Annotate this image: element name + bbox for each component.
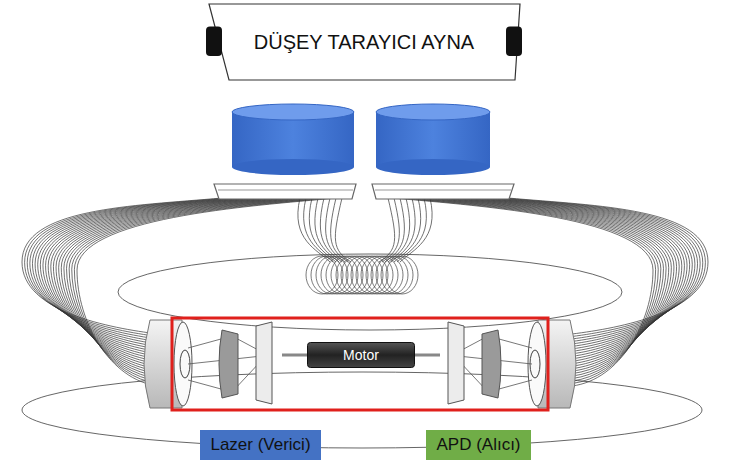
highlight-frame [172, 318, 548, 410]
optical-fiber [331, 198, 348, 262]
node-text: APD (Alıcı) [436, 435, 520, 455]
optical-fiber [335, 198, 351, 262]
optical-fiber [481, 198, 695, 346]
optical-fiber [470, 198, 690, 351]
fiber-bundle [22, 198, 708, 386]
mirror-bearing [206, 26, 222, 56]
optical-fiber [69, 198, 321, 379]
optical-fiber [38, 198, 255, 349]
optical-fiber [35, 198, 249, 346]
optical-fiber [391, 198, 415, 262]
fiber-ferrule [214, 184, 356, 199]
optical-fiber [379, 198, 395, 262]
fiber-coil [306, 256, 418, 294]
optical-fiber [326, 198, 345, 262]
collimator-lens [376, 159, 490, 175]
mirror-bearing [506, 26, 522, 56]
node-text: Lazer (Verici) [210, 435, 310, 455]
fiber-ferrule [372, 184, 514, 199]
collimator-lens [232, 159, 354, 175]
optical-fiber [320, 198, 342, 262]
optical-fiber [298, 198, 330, 262]
collimator-lens [376, 104, 490, 120]
collimator-lens [232, 104, 354, 120]
transmitter-label: Lazer (Verici) [200, 430, 321, 460]
scanner-mirror-box: DÜŞEY TARAYICI AYNA [205, 3, 523, 81]
optic-lens [219, 330, 238, 398]
motor-box: Motor [307, 342, 415, 368]
fiber-coil-turn [386, 256, 418, 294]
optical-fiber [22, 198, 222, 334]
optical-fiber [77, 198, 338, 386]
optical-fiber [400, 198, 432, 262]
motor-body [308, 343, 415, 368]
optical-fiber [304, 198, 333, 262]
node-text: DÜŞEY TARAYICI AYNA [254, 31, 474, 54]
optical-fiber [382, 198, 399, 262]
optical-fiber [394, 198, 421, 262]
optic-prism [448, 322, 464, 404]
optic-prism [256, 322, 272, 404]
receiver-label: APD (Alıcı) [426, 430, 531, 460]
optical-fiber [393, 198, 654, 386]
mirror-outline [209, 4, 520, 80]
optical-fiber [385, 198, 404, 262]
optical-fiber [397, 198, 426, 262]
fiber-ferrule [218, 190, 353, 191]
optic-lens [482, 330, 501, 398]
node-text: Motor [343, 347, 379, 363]
optical-fiber [508, 198, 708, 334]
optical-fiber [388, 198, 410, 262]
optical-fiber [475, 198, 692, 349]
optical-fiber [309, 198, 336, 262]
fiber-ferrule [375, 190, 511, 191]
optical-fiber [315, 198, 339, 262]
